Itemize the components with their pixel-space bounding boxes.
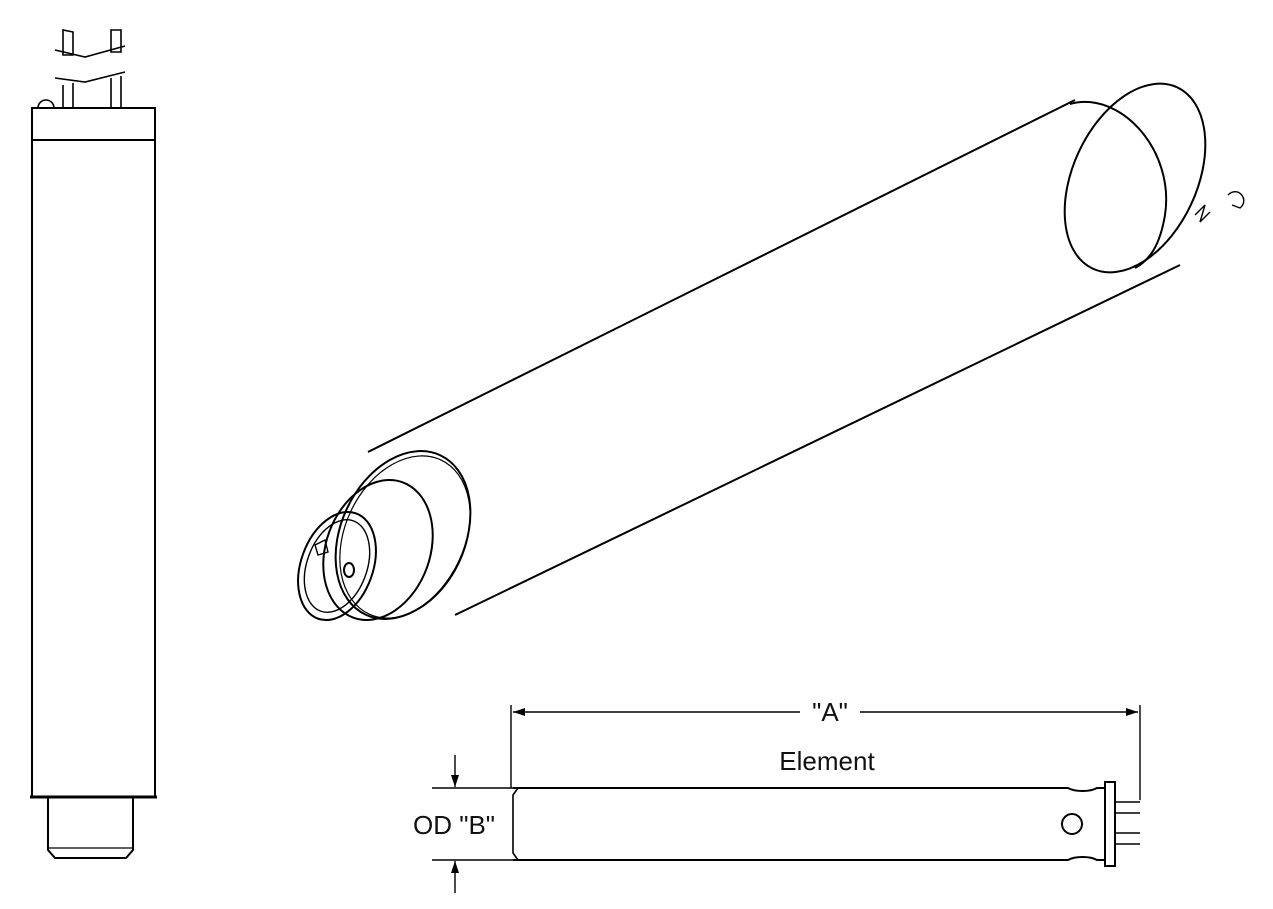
center-pin xyxy=(343,562,355,578)
od-b-label: OD "B" xyxy=(413,810,495,840)
left-end-cap xyxy=(334,450,472,620)
element-side-view: "A" Element OD "B" xyxy=(413,697,1141,893)
top-pins xyxy=(37,29,126,109)
isometric-view xyxy=(297,82,1245,622)
dimension-a-label: "A" xyxy=(812,697,848,727)
element-label: Element xyxy=(779,746,875,776)
element-hole xyxy=(1061,813,1083,835)
tube-body xyxy=(31,139,156,798)
connector-face xyxy=(297,510,377,622)
element-flange xyxy=(1104,781,1116,867)
right-end-cap xyxy=(1063,82,1207,274)
bottom-plug xyxy=(47,797,134,859)
side-view-vertical xyxy=(30,29,157,859)
top-cap xyxy=(31,107,156,141)
connector-boss xyxy=(322,479,434,621)
element-tube xyxy=(513,787,1106,861)
end-pins xyxy=(1194,190,1245,223)
